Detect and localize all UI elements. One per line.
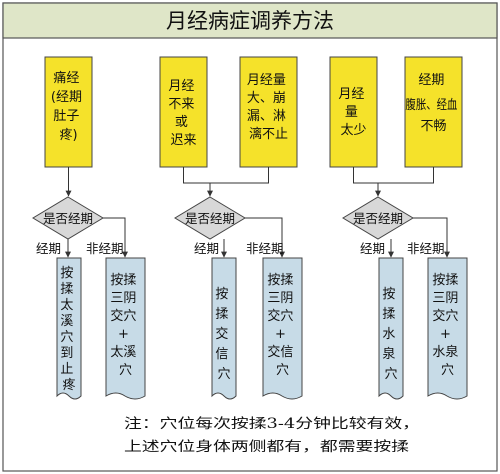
result-box-column1-nonperiod: 按揉 三阴 交穴 + 太溪 穴 <box>105 257 146 400</box>
result-line: 穴 <box>441 363 454 378</box>
diagram-title: 月经病症调养方法 <box>166 9 334 33</box>
svg-text:经期 腹胀、经血 不畅: 经期 腹胀、经血 不畅 <box>405 73 461 134</box>
decision-node-2: 是否经期 <box>174 196 246 240</box>
branch-label-yes: 经期 <box>360 241 385 256</box>
condition-box-scanty-flow: 月经 量 太少 <box>329 56 378 168</box>
decision-label: 是否经期 <box>185 211 235 226</box>
svg-text:按 揉 交 信: 按 揉 交 信 穴 <box>215 287 232 382</box>
condition-line: 月经 <box>168 79 194 94</box>
branch-lines <box>65 217 450 258</box>
condition-box-heavy-flow: 月经量 大、崩 漏、淋 漓不止 <box>239 56 298 168</box>
condition-line: 漏、淋 <box>247 108 286 124</box>
result-line: 按 <box>382 287 395 302</box>
svg-text:月经量 大、崩 漏、淋: 月经量 大、崩 漏、淋 漓不止 <box>247 73 290 142</box>
result-box-column2-nonperiod: 按揉 三阴 交穴 + 交信 穴 <box>262 257 303 400</box>
result-line: 按揉 <box>267 273 293 288</box>
condition-line: 腹胀、经血 <box>405 97 457 113</box>
svg-text:按揉 三阴 交穴 +: 按揉 三阴 交穴 + 太溪 穴 <box>110 273 140 378</box>
condition-line: 肚子 <box>53 109 79 124</box>
svg-text:按揉 三阴 交穴 +: 按揉 三阴 交穴 + 水泉 穴 <box>432 273 462 378</box>
condition-line: 月经 <box>338 87 364 102</box>
condition-line: 经期 <box>418 73 444 88</box>
result-line: 按 <box>60 266 73 281</box>
condition-box-delayed-period: 月经 不来 或 迟来 <box>159 56 208 168</box>
result-box-column2-period: 按 揉 交 信 穴 <box>211 257 237 400</box>
result-line: 揉 <box>60 282 73 297</box>
result-line: 水泉 <box>432 344 458 360</box>
svg-text:按揉 三阴 交穴 +: 按揉 三阴 交穴 + 交信 穴 <box>267 273 297 378</box>
branch-label-no: 非经期 <box>407 241 445 256</box>
decision-node-3: 是否经期 <box>342 196 414 240</box>
result-line: 三阴 <box>267 291 293 306</box>
condition-line: 大、崩 <box>247 91 286 106</box>
result-line: 穴 <box>119 363 132 378</box>
condition-line: 量 <box>345 105 358 120</box>
branch-label-yes: 经期 <box>194 241 219 256</box>
condition-box-bloating: 经期 腹胀、经血 不畅 <box>404 56 463 168</box>
result-line: 揉 <box>382 307 395 322</box>
svg-text:痛经 (经期 肚子 疼): 痛经 (经期 肚子 疼) <box>51 70 86 143</box>
result-line: 交穴 <box>267 308 293 324</box>
result-line: 太 <box>60 298 73 313</box>
condition-line: 月经量 <box>247 73 286 88</box>
condition-line: 痛经 <box>53 70 79 86</box>
result-line: 按揉 <box>432 273 458 288</box>
condition-line: 或 <box>175 115 188 130</box>
result-box-column3-period: 按 揉 水 泉 穴 <box>378 257 404 400</box>
result-line: 止 <box>60 362 73 377</box>
title-band <box>2 2 498 39</box>
condition-box-dysmenorrhea: 痛经 (经期 肚子 疼) <box>44 56 93 168</box>
result-line: 穴 <box>60 330 73 345</box>
result-line: 交 <box>215 326 228 342</box>
result-line: + <box>440 327 451 342</box>
svg-text:月经 量 太少: 月经 量 太少 <box>338 87 368 138</box>
condition-line: 疼) <box>59 128 77 143</box>
condition-line: 太少 <box>340 123 366 138</box>
result-line: 揉 <box>215 307 228 322</box>
result-line: 水 <box>382 327 395 342</box>
svg-text:按 揉 太 溪: 按 揉 太 溪 穴 到 止 疼 <box>60 266 77 393</box>
result-line: 泉 <box>382 346 395 362</box>
result-line: 按揉 <box>110 273 136 288</box>
result-line: 太溪 <box>110 345 136 360</box>
result-box-column1-period: 按 揉 太 溪 穴 到 止 疼 <box>56 257 82 400</box>
result-line: 穴 <box>384 367 397 382</box>
result-line: 交穴 <box>110 308 136 324</box>
result-line: + <box>275 327 286 342</box>
result-line: 穴 <box>217 367 230 382</box>
result-line: 到 <box>60 346 73 361</box>
condition-line: 漓不止 <box>249 126 288 142</box>
result-line: 穴 <box>276 363 289 378</box>
branch-label-no: 非经期 <box>246 241 284 256</box>
svg-text:按 揉 水 泉: 按 揉 水 泉 穴 <box>382 287 399 382</box>
decision-label: 是否经期 <box>43 211 93 226</box>
condition-line: 迟来 <box>170 133 196 148</box>
footnote-line-1: 注：穴位每次按揉3-4分钟比较有效， <box>124 415 420 432</box>
svg-text:月经 不来 或 迟来: 月经 不来 或 迟来 <box>168 79 198 148</box>
decision-node-1: 是否经期 <box>32 196 104 240</box>
condition-line: (经期 <box>51 90 82 105</box>
branch-label-yes: 经期 <box>36 241 61 256</box>
result-line: + <box>118 327 129 342</box>
condition-line: 不畅 <box>420 119 446 134</box>
result-line: 三阴 <box>110 291 136 306</box>
result-line: 按 <box>215 287 228 302</box>
branch-label-no: 非经期 <box>86 241 124 256</box>
result-box-column3-nonperiod: 按揉 三阴 交穴 + 水泉 穴 <box>427 257 468 400</box>
result-line: 溪 <box>60 314 73 329</box>
result-line: 信 <box>215 347 228 362</box>
footnote-line-2: 上述穴位身体两侧都有，都需要按揉 <box>124 439 410 455</box>
result-line: 交穴 <box>432 308 458 324</box>
condition-line: 不来 <box>168 97 194 112</box>
connector-lines <box>65 167 434 197</box>
result-line: 三阴 <box>432 291 458 306</box>
result-line: 疼 <box>62 378 75 393</box>
decision-label: 是否经期 <box>353 211 403 226</box>
result-line: 交信 <box>267 344 293 360</box>
